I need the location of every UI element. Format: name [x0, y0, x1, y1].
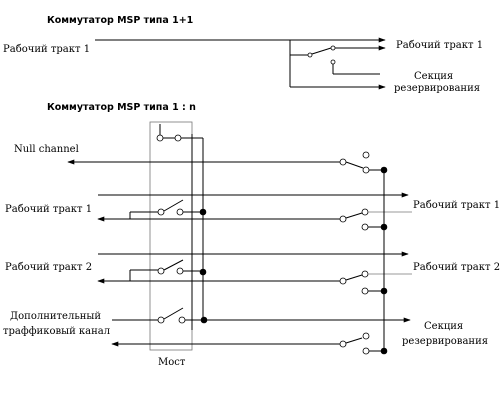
left-work2-label: Рабочий тракт 2: [5, 262, 92, 273]
s1-output-reserve-label-2: резервирования: [394, 83, 480, 94]
work1-right-pivot: [339, 215, 347, 223]
null-bridge-contact-right: [174, 134, 182, 142]
s1-switch-pivot: [307, 52, 313, 58]
work1-bridge-blade: [163, 199, 184, 212]
s1-switch-blade: [311, 47, 332, 55]
section-1plus1: Коммутатор MSP типа 1+1 Рабочий тракт 1 …: [3, 15, 483, 94]
reserve-right-contact-bottom: [362, 347, 370, 355]
work2-right-contact-top: [361, 270, 369, 278]
null-right-pivot: [339, 158, 347, 166]
work1-bridge-junction: [199, 208, 207, 216]
section1-title: Коммутатор MSP типа 1+1: [47, 15, 193, 26]
work2-bridge-contact: [176, 267, 184, 275]
work2-bridge-junction: [199, 268, 207, 276]
null-right-contact-bottom: [362, 166, 370, 174]
work1-right-contact-bottom: [361, 223, 369, 231]
work1-bridge-contact: [176, 208, 184, 216]
right-reserve-label-2: резервирования: [402, 336, 488, 347]
reserve-right-blade: [345, 337, 363, 344]
work2-bridge-pivot: [157, 267, 165, 275]
bridge-label: Мост: [158, 357, 186, 368]
s1-switch-contact-top: [330, 45, 336, 51]
s1-switch-contact-bottom: [330, 59, 336, 65]
extra-bridge-pivot: [157, 316, 165, 324]
work2-right-contact-bottom: [361, 287, 369, 295]
right-reserve-label-1: Секция: [424, 321, 463, 332]
null-right-contact-top: [362, 151, 370, 159]
extra-bridge-blade: [163, 307, 184, 320]
section-1-to-n: Коммутатор MSP типа 1 : n Мост Null chan…: [3, 102, 500, 368]
reserve-right-contact-top: [362, 332, 370, 340]
reserve-right-pivot: [339, 340, 347, 348]
work2-right-pivot: [339, 277, 347, 285]
work2-bridge-blade: [163, 259, 184, 271]
work2-right-blade: [345, 274, 363, 281]
bridge-box: [149, 121, 193, 351]
s1-input-label: Рабочий тракт 1: [3, 44, 90, 55]
extra-bridge-contact: [178, 316, 186, 324]
section2-title: Коммутатор MSP типа 1 : n: [47, 102, 196, 113]
work1-right-contact-top: [361, 208, 369, 216]
s1-output-work-label: Рабочий тракт 1: [396, 40, 483, 51]
work1-right-blade: [345, 212, 363, 219]
right-work2-label: Рабочий тракт 2: [413, 262, 500, 273]
null-bridge-contact-left: [156, 134, 164, 142]
left-work1-label: Рабочий тракт 1: [5, 204, 92, 215]
left-extra-label-1: Дополнительный: [10, 311, 101, 322]
left-extra-label-2: траффиковый канал: [3, 326, 110, 337]
right-work1-label: Рабочий тракт 1: [413, 200, 500, 211]
null-right-blade: [345, 161, 364, 169]
work1-bridge-pivot: [157, 208, 165, 216]
s1-output-reserve-label-1: Секция: [414, 71, 453, 82]
null-channel-label: Null channel: [14, 144, 79, 155]
